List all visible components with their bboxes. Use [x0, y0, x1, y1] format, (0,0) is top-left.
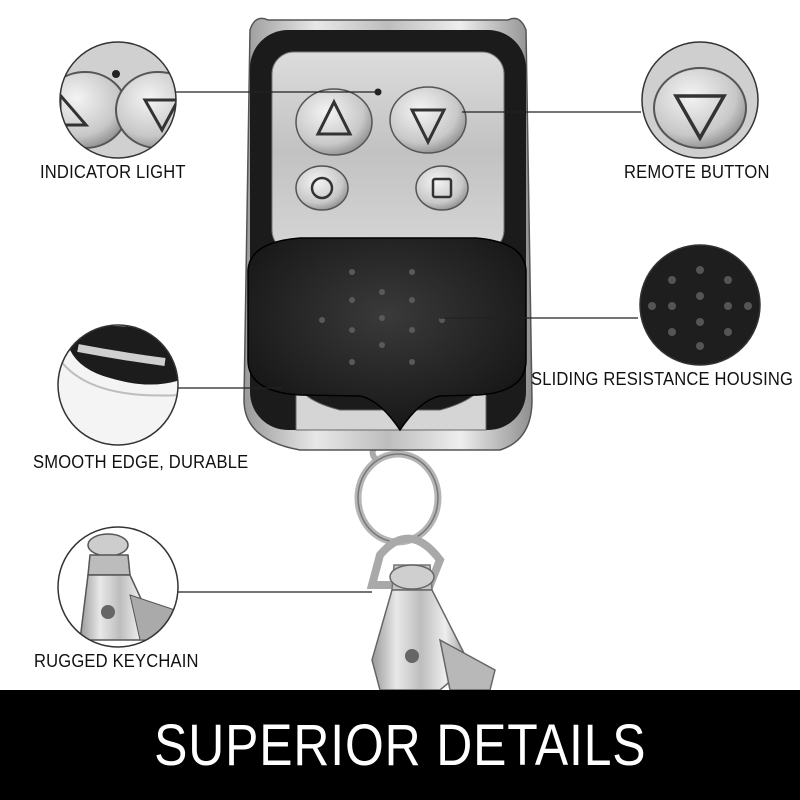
smooth-edge-label: SMOOTH EDGE, DURABLE [33, 452, 249, 472]
arrow-up-icon [295, 88, 373, 156]
keychain [354, 441, 496, 690]
remote-button-magnifier [641, 41, 759, 159]
product-illustration [57, 17, 761, 690]
arrow-down-icon [389, 86, 467, 154]
smooth-edge-magnifier [57, 324, 179, 446]
callout-lines [176, 91, 641, 593]
housing-magnifier [639, 244, 761, 366]
remote-button-label: REMOTE BUTTON [624, 162, 770, 182]
remote-body [243, 17, 533, 451]
keychain-magnifier [57, 526, 179, 648]
sliding-housing-label: SLIDING RESISTANCE HOUSING [531, 369, 794, 389]
rugged-keychain-label: RUGGED KEYCHAIN [34, 651, 199, 671]
indicator-light-label: INDICATOR LIGHT [40, 162, 186, 182]
indicator-light-magnifier [59, 41, 177, 159]
banner: SUPERIOR DETAILS [0, 690, 800, 800]
banner-title: SUPERIOR DETAILS [153, 712, 647, 778]
circle-icon [295, 165, 349, 211]
square-icon [415, 165, 469, 211]
